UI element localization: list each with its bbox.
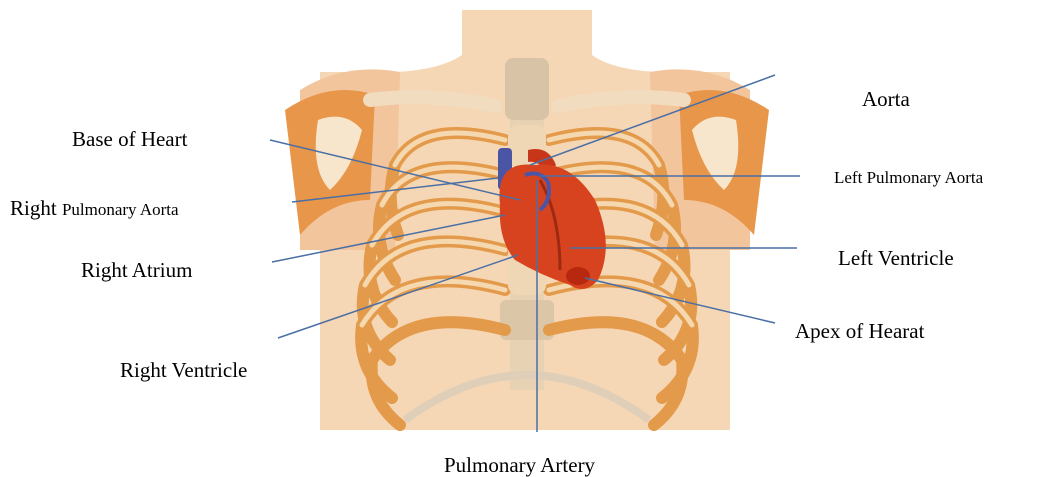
label-right-atrium: Right Atrium (81, 260, 192, 281)
leader-right-ventricle (278, 255, 518, 338)
leader-right-atrium (272, 215, 505, 262)
leader-right-pulmonary-aorta (292, 178, 498, 202)
label-left-ventricle: Left Ventricle (838, 248, 954, 269)
leader-aorta (530, 75, 775, 165)
label-aorta: Aorta (862, 89, 910, 110)
label-right-pulmonary-aorta-prefix: Right (10, 196, 62, 220)
label-right-pulmonary-aorta-rest: Pulmonary Aorta (62, 200, 179, 219)
label-apex-of-heart: Apex of Hearat (795, 321, 924, 342)
label-pulmonary-artery: Pulmonary Artery (444, 455, 595, 476)
label-right-ventricle: Right Ventricle (120, 360, 247, 381)
label-base-of-heart: Base of Heart (72, 129, 187, 150)
label-right-pulmonary-aorta: Right Pulmonary Aorta (10, 198, 179, 219)
leader-base-of-heart (270, 140, 520, 200)
label-left-pulmonary-aorta: Left Pulmonary Aorta (834, 169, 983, 186)
leader-apex-of-heart (585, 278, 775, 323)
